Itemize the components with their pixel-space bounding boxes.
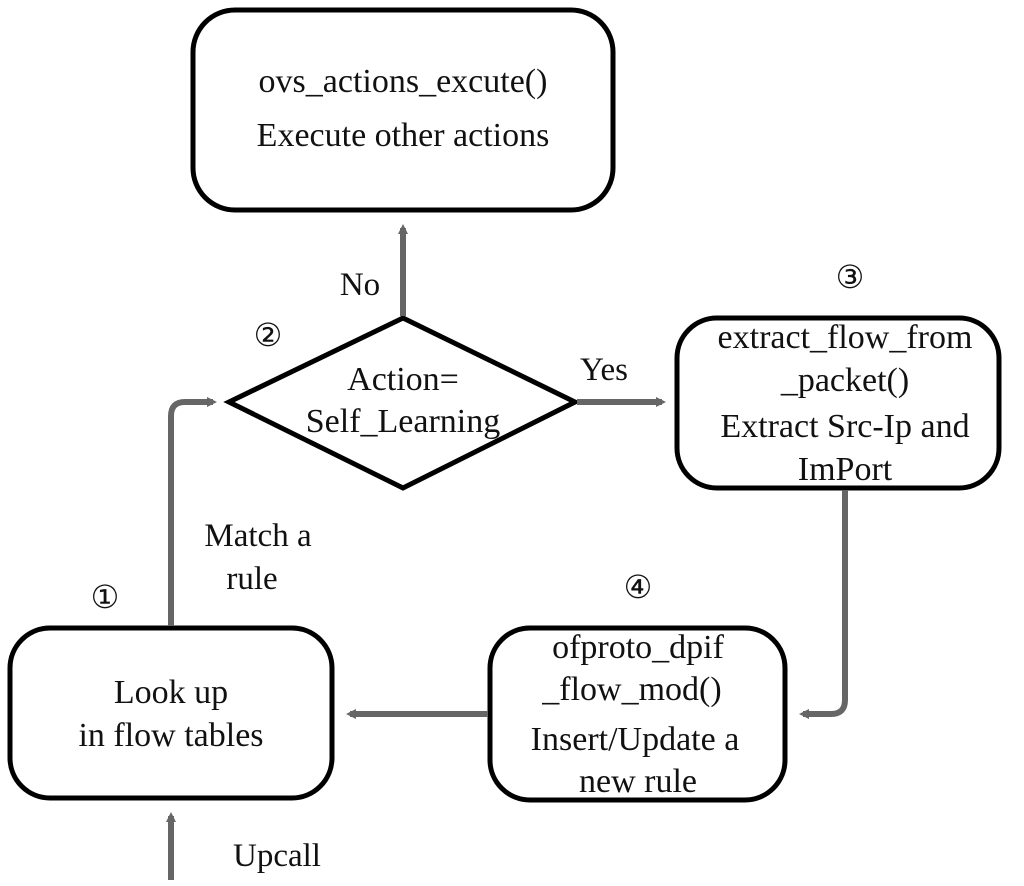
extract-node-line-2: _packet() bbox=[780, 362, 909, 399]
arrow-match-rule bbox=[168, 397, 217, 626]
flow-mod-node: ofproto_dpif _flow_mod() Insert/Update a… bbox=[487, 625, 788, 803]
step-number-2: ② bbox=[254, 317, 283, 353]
label-rule: rule bbox=[226, 561, 277, 597]
execute-node-description: Execute other actions bbox=[257, 117, 550, 154]
label-match-a: Match a bbox=[204, 518, 312, 554]
step-number-3: ③ bbox=[836, 259, 865, 295]
step-number-4: ④ bbox=[624, 569, 653, 605]
lookup-node-line-2: in flow tables bbox=[78, 717, 263, 754]
flow-mod-line-4: new rule bbox=[579, 763, 697, 800]
connectors bbox=[166, 224, 848, 880]
flow-mod-line-3: Insert/Update a bbox=[531, 721, 740, 758]
extract-node-line-3: Extract Src-Ip and bbox=[720, 408, 969, 445]
execute-node-function: ovs_actions_excute() bbox=[259, 63, 548, 100]
lookup-node-line-1: Look up bbox=[114, 674, 228, 711]
flow-mod-line-1: ofproto_dpif bbox=[552, 629, 725, 666]
lookup-flow-tables-node: Look up in flow tables bbox=[7, 625, 335, 801]
label-yes: Yes bbox=[580, 352, 628, 388]
step-number-1: ① bbox=[91, 579, 120, 615]
extract-flow-node: extract_flow_from _packet() Extract Src-… bbox=[674, 315, 1002, 491]
label-upcall: Upcall bbox=[233, 838, 321, 874]
flow-mod-line-2: _flow_mod() bbox=[541, 671, 721, 708]
decision-line-2: Self_Learning bbox=[306, 403, 501, 440]
arrow-extract-to-flow-mod bbox=[799, 490, 848, 719]
extract-node-line-4: ImPort bbox=[798, 451, 893, 488]
extract-node-line-1: extract_flow_from bbox=[718, 319, 973, 356]
decision-line-1: Action= bbox=[347, 361, 459, 398]
label-no: No bbox=[340, 267, 380, 303]
self-learning-decision-node: Action= Self_Learning bbox=[223, 315, 581, 491]
execute-other-actions-node: ovs_actions_excute() Execute other actio… bbox=[190, 7, 616, 213]
